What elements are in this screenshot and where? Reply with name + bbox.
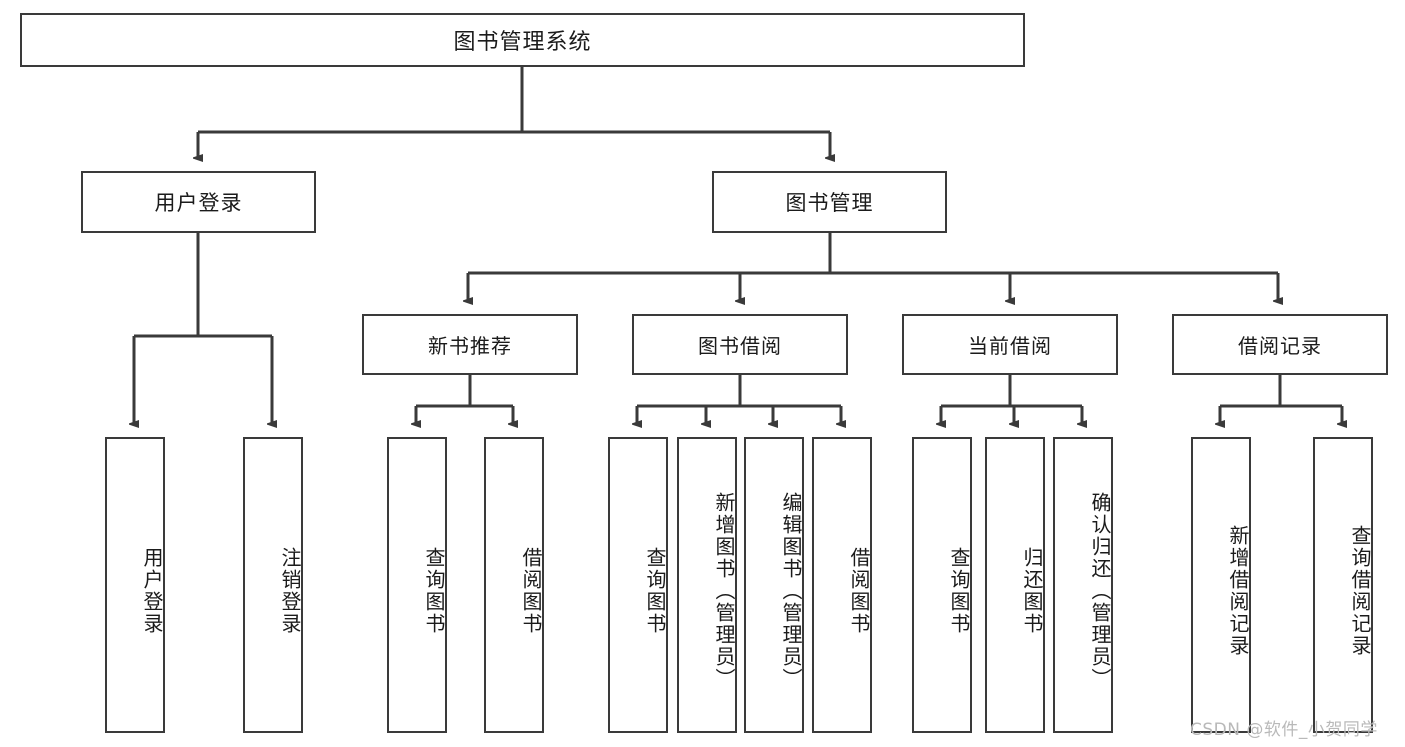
node-label: 借阅记录 [1238,334,1322,358]
node-label: 查询图书 [422,547,446,635]
leaf-query-borrow-record[interactable]: 查询借阅记录 [1313,437,1373,733]
leaf-edit-book-admin[interactable]: 编辑图书（管理员） [744,437,804,733]
leaf-return-book[interactable]: 归还图书 [985,437,1045,733]
leaf-borrow-book[interactable]: 借阅图书 [812,437,872,733]
node-label: 用户登录 [154,191,243,215]
node-root[interactable]: 图书管理系统 [20,13,1025,67]
node-label: 查询图书 [947,547,971,635]
node-label: 图书借阅 [698,334,782,358]
leaf-query-book-borrow[interactable]: 查询图书 [608,437,668,733]
node-label: 图书管理 [785,191,874,215]
node-label: 图书管理系统 [453,30,592,55]
node-label: 用户登录 [140,547,164,635]
leaf-query-book-current[interactable]: 查询图书 [912,437,972,733]
node-label: 新书推荐 [428,334,512,358]
csdn-watermark: CSDN @软件_小贺同学 [1190,720,1378,740]
node-label: 新增图书（管理员） [712,492,736,690]
leaf-add-borrow-record[interactable]: 新增借阅记录 [1191,437,1251,733]
node-label: 查询借阅记录 [1348,525,1372,657]
node-label: 借阅图书 [519,547,543,635]
leaf-query-book-newbook[interactable]: 查询图书 [387,437,447,733]
node-current-borrow[interactable]: 当前借阅 [902,314,1118,375]
node-label: 当前借阅 [968,334,1052,358]
node-label: 编辑图书（管理员） [779,492,803,690]
node-label: 归还图书 [1020,547,1044,635]
node-book-borrow[interactable]: 图书借阅 [632,314,848,375]
node-new-book-recommend[interactable]: 新书推荐 [362,314,578,375]
node-label: 借阅图书 [847,547,871,635]
leaf-add-book-admin[interactable]: 新增图书（管理员） [677,437,737,733]
node-borrow-records[interactable]: 借阅记录 [1172,314,1388,375]
leaf-confirm-return-admin[interactable]: 确认归还（管理员） [1053,437,1113,733]
leaf-borrow-book-newbook[interactable]: 借阅图书 [484,437,544,733]
node-user-login[interactable]: 用户登录 [81,171,316,233]
leaf-logout[interactable]: 注销登录 [243,437,303,733]
leaf-user-login[interactable]: 用户登录 [105,437,165,733]
node-label: 查询图书 [643,547,667,635]
node-label: 新增借阅记录 [1226,525,1250,657]
node-label: 注销登录 [278,547,302,635]
node-label: 确认归还（管理员） [1088,492,1112,690]
node-book-management[interactable]: 图书管理 [712,171,947,233]
